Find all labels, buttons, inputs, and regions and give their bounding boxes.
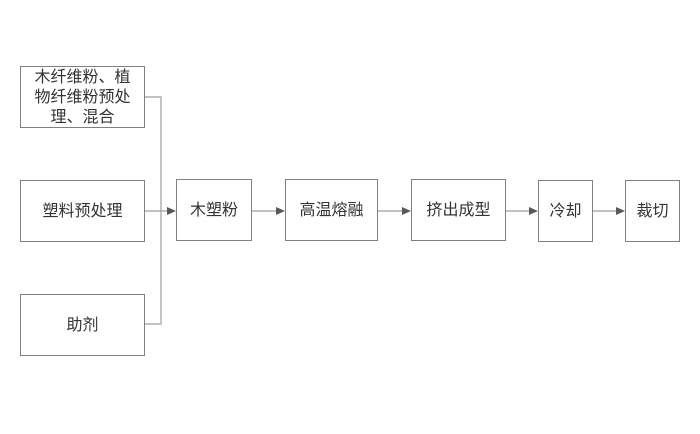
- node-high-temp-melting: 高温熔融: [285, 179, 378, 241]
- arrowhead-icon: [276, 207, 285, 215]
- arrowhead-icon: [529, 207, 538, 215]
- node-cooling: 冷却: [538, 180, 593, 242]
- arrowhead-icon: [402, 207, 411, 215]
- node-plastic-pretreatment: 塑料预处理: [20, 180, 145, 242]
- node-wood-plastic-powder: 木塑粉: [176, 179, 252, 241]
- node-cutting: 裁切: [625, 180, 680, 242]
- node-additive: 助剂: [20, 294, 145, 356]
- arrowhead-icon: [167, 207, 176, 215]
- arrowhead-icon: [616, 207, 625, 215]
- node-fiber-pretreatment: 木纤维粉、植物纤维粉预处理、混合: [20, 66, 145, 128]
- node-extrusion-molding: 挤出成型: [411, 179, 506, 241]
